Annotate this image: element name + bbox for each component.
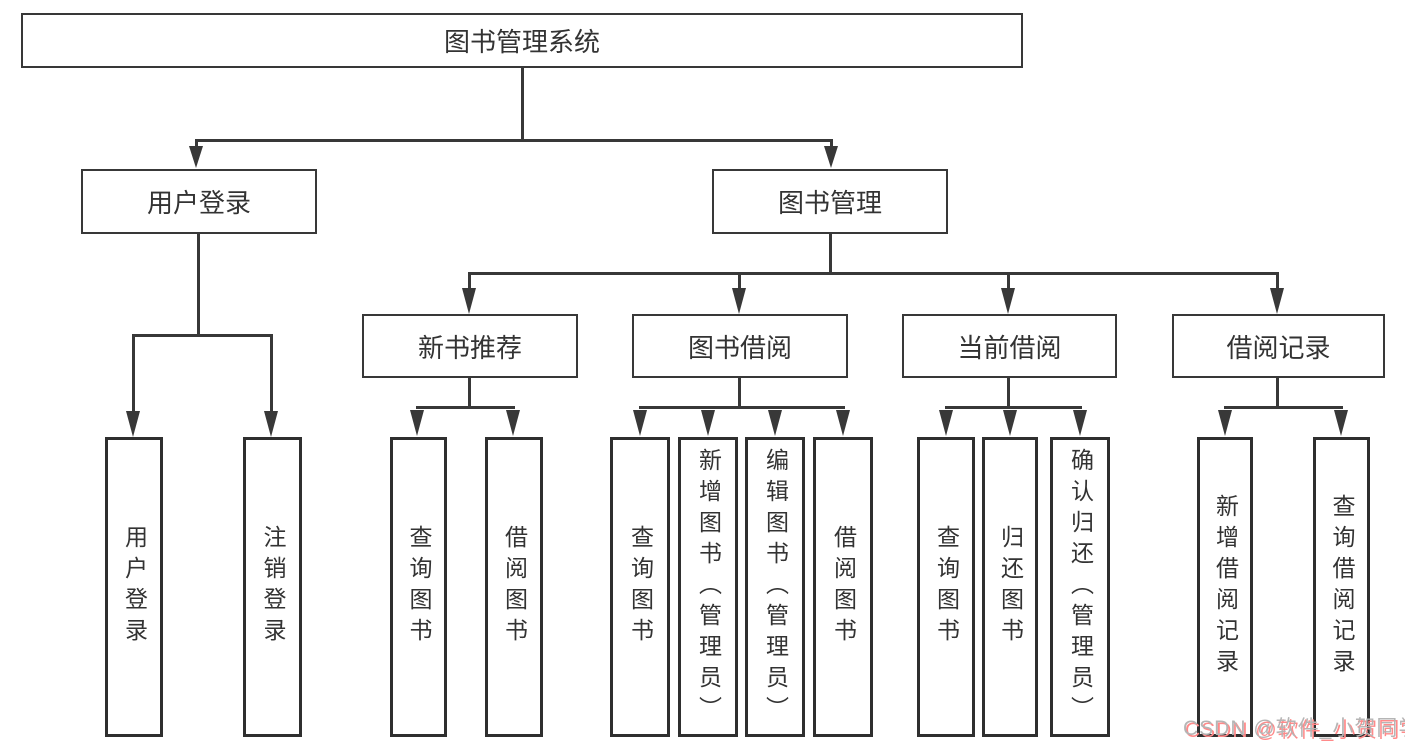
arrow-currentborrow-leaf1 [939,410,953,436]
connector-userlogin-trunk [197,234,200,336]
connector-newbook-hbar [416,406,515,409]
arrow-currentborrow-leaf3 [1073,410,1087,436]
leaf-borrow-borrow: 借阅图书 [813,437,873,737]
leaf-borrow-add: 新增图书（管理员） [678,437,738,737]
leaf-newbook-borrow-label: 借阅图书 [501,525,528,649]
leaf-current-query-label: 查询图书 [933,525,960,649]
leaf-logout: 注销登录 [243,437,302,737]
arrow-bookborrow-leaf3 [768,410,782,436]
leaf-record-query: 查询借阅记录 [1313,437,1370,737]
connector-newbook-trunk [468,378,471,409]
arrow-currentborrow [1001,288,1015,314]
node-root: 图书管理系统 [21,13,1023,68]
arrow-borrowrecord-leaf1 [1218,410,1232,436]
arrow-logout-leaf [264,411,278,437]
leaf-current-return: 归还图书 [982,437,1038,737]
leaf-current-confirm: 确认归还（管理员） [1050,437,1110,737]
connector-currentborrow-hbar [945,406,1082,409]
node-user-login-label: 用户登录 [146,188,251,218]
connector-borrowrecord-hbar [1224,406,1343,409]
node-borrow-record: 借阅记录 [1172,314,1385,378]
leaf-record-add: 新增借阅记录 [1197,437,1253,737]
leaf-logout-label: 注销登录 [260,525,286,649]
node-root-label: 图书管理系统 [443,27,600,57]
leaf-borrow-edit-label: 编辑图书（管理员） [762,447,789,727]
node-current-borrow: 当前借阅 [902,314,1117,378]
arrow-bookborrow-leaf4 [836,410,850,436]
leaf-user-login: 用户登录 [105,437,163,737]
node-book-borrow-label: 图书借阅 [687,332,792,363]
arrow-bookborrow [732,288,746,314]
leaf-current-query: 查询图书 [917,437,975,737]
arrow-bookborrow-leaf1 [633,410,647,436]
csdn-watermark: CSDN @软件_小贺同学 [1183,717,1405,740]
connector-drop-user-login [195,141,198,148]
connector-drop-book-mgmt [830,141,833,148]
arrow-newbook [462,288,476,314]
arrow-newbook-leaf2 [506,410,520,436]
arrow-user-login [189,146,203,168]
leaf-newbook-query-label: 查询图书 [406,525,432,649]
connector-root-trunk [521,68,524,141]
leaf-record-query-label: 查询借阅记录 [1329,494,1355,680]
arrow-currentborrow-leaf2 [1003,410,1017,436]
arrow-borrowrecord-leaf2 [1334,410,1348,436]
leaf-user-login-label: 用户登录 [121,525,148,649]
leaf-borrow-add-label: 新增图书（管理员） [695,447,722,727]
leaf-newbook-borrow: 借阅图书 [485,437,543,737]
leaf-current-return-label: 归还图书 [997,525,1024,649]
node-book-management-label: 图书管理 [777,188,882,218]
connector-drop-newbook [468,274,471,289]
connector-borrowrecord-trunk [1276,378,1279,409]
connector-drop-borrowrecord [1276,274,1279,289]
connector-level3-hbar [468,272,1279,275]
connector-drop-currentborrow [1007,274,1010,289]
connector-bookborrow-trunk [738,378,741,409]
leaf-borrow-borrow-label: 借阅图书 [830,525,857,649]
arrow-borrowrecord [1270,288,1284,314]
leaf-borrow-query-label: 查询图书 [627,525,654,649]
node-book-borrow: 图书借阅 [632,314,848,378]
connector-bookmgmt-trunk [829,234,832,275]
arrow-book-mgmt [824,146,838,168]
connector-drop-login-leaf [132,336,135,412]
leaf-borrow-query: 查询图书 [610,437,670,737]
node-new-book-recommend-label: 新书推荐 [417,332,522,363]
arrow-newbook-leaf1 [410,410,424,436]
arrow-login-leaf [126,411,140,437]
connector-bookborrow-hbar [639,406,845,409]
node-current-borrow-label: 当前借阅 [957,332,1062,363]
node-new-book-recommend: 新书推荐 [362,314,578,378]
leaf-current-confirm-label: 确认归还（管理员） [1067,447,1094,727]
node-book-management: 图书管理 [712,169,948,234]
leaf-borrow-edit: 编辑图书（管理员） [745,437,805,737]
arrow-bookborrow-leaf2 [701,410,715,436]
connector-currentborrow-trunk [1007,378,1010,409]
node-user-login: 用户登录 [81,169,317,234]
connector-drop-bookborrow [738,274,741,289]
connector-drop-logout-leaf [270,336,273,412]
connector-level2-hbar [195,139,833,142]
node-borrow-record-label: 借阅记录 [1226,332,1331,363]
leaf-record-add-label: 新增借阅记录 [1212,494,1239,680]
connector-userlogin-hbar [132,334,273,337]
leaf-newbook-query: 查询图书 [390,437,447,737]
